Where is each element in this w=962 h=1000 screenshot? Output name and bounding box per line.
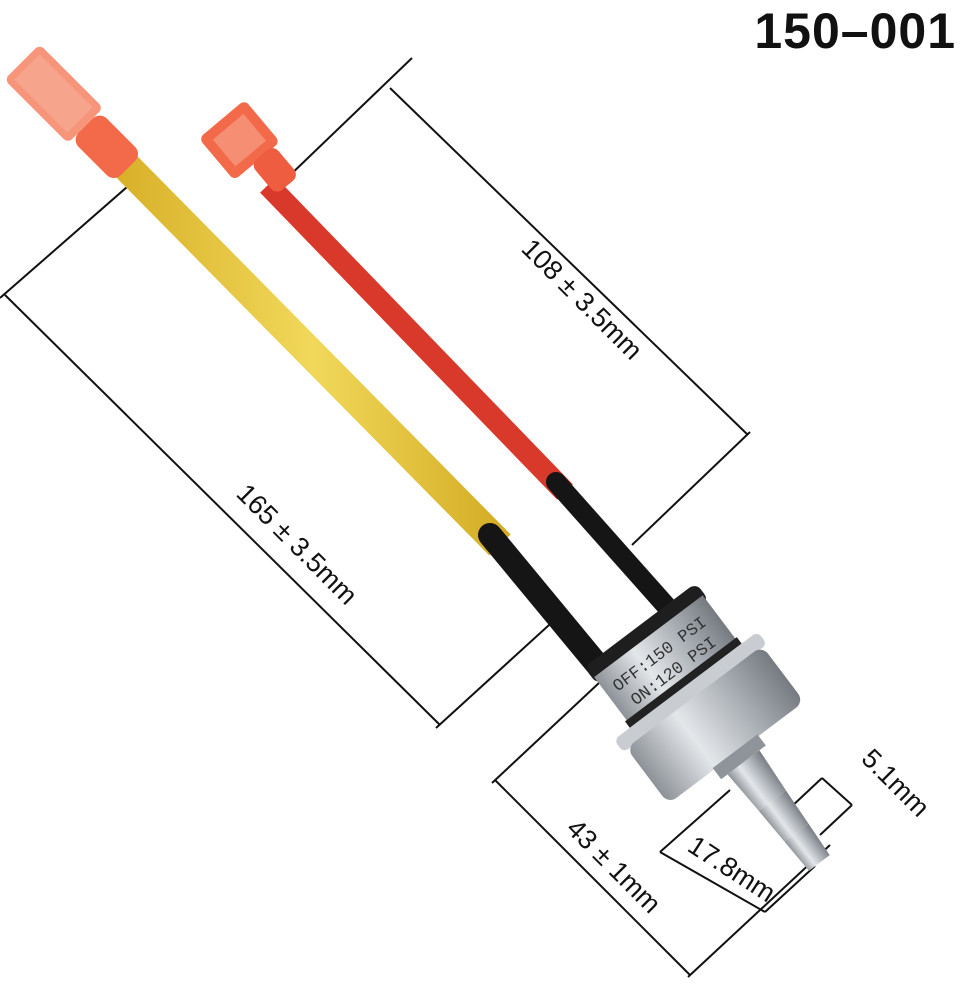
dim-label-5-1: 5.1mm [856, 743, 936, 823]
dim-label-108: 108 ± 3.5mm [516, 233, 649, 366]
dim-line-165 [4, 294, 441, 726]
dim-label-43: 43 ± 1mm [561, 813, 667, 919]
dimension-lines [0, 57, 853, 978]
part-number: 150–001 [754, 3, 956, 59]
red-wire [260, 177, 573, 500]
flag-connector-red [201, 102, 296, 192]
dim-line-108 [389, 87, 749, 436]
hose-barb [727, 750, 786, 811]
dim-label-17-8: 17.8mm [683, 830, 781, 908]
yellow-wire-sleeve [478, 523, 612, 680]
pressure-switch: OFF:150 PSI ON:120 PSI [587, 586, 830, 871]
female-spade-connector-yellow [6, 46, 139, 179]
dim-label-165: 165 ± 3.5mm [231, 478, 364, 611]
yellow-wire [114, 154, 511, 556]
dim-line-5-1 [821, 777, 853, 806]
hex-nut [630, 649, 801, 800]
dim-line-17-8 [659, 851, 766, 913]
dim-line-43 [494, 779, 691, 976]
red-wire-sleeve [546, 472, 678, 618]
